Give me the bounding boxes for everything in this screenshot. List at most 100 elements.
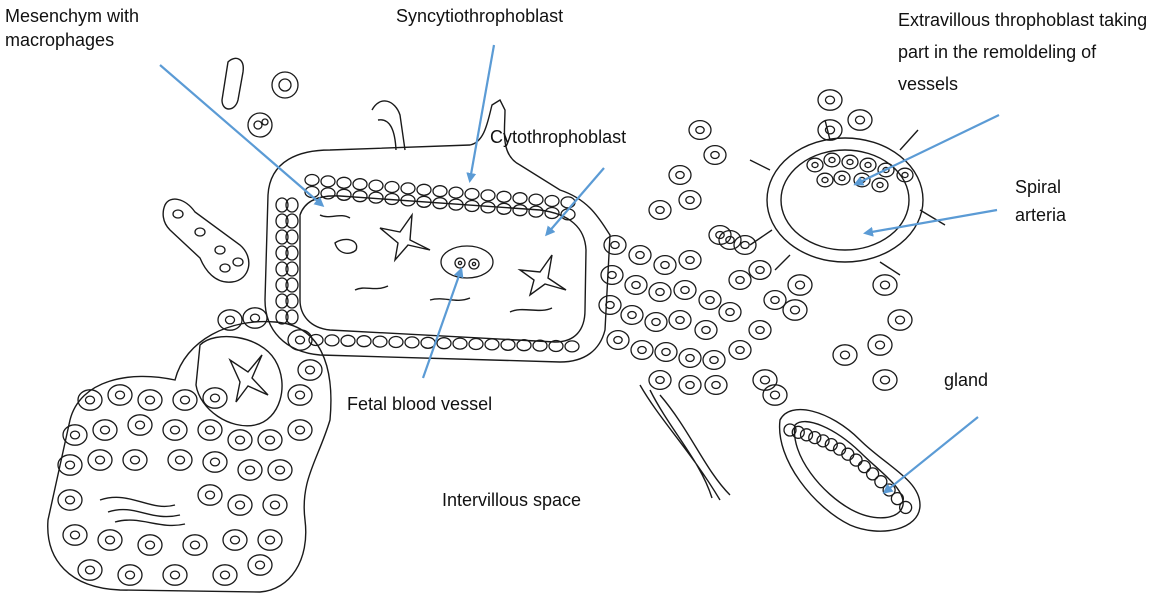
column-cell-nucleus [656,376,664,383]
villus-cell-nucleus [230,536,239,544]
trophoblast-cell [437,338,451,349]
trophoblast-cell [373,336,387,347]
fetal-blood-vessel [441,246,493,278]
label-mesenchym: Mesenchym with macrophages [5,4,195,52]
villus-cell [298,360,322,380]
column-cell [649,283,671,302]
villus-cell-nucleus [65,461,74,469]
villus-cell [213,565,237,585]
arrow-spiral [866,210,997,233]
column-cell [704,146,726,165]
villus-cell [223,530,247,550]
villus-cell-nucleus [105,536,114,544]
arrow-extravillous [856,115,999,184]
label-gland: gland [944,368,988,392]
villus-cell-nucleus [70,431,79,439]
lower-left-villus [48,322,331,592]
column-cell-nucleus [771,296,779,303]
column-cell [679,376,701,395]
villus-cell [63,525,87,545]
villus-cell [228,430,252,450]
column-cell-nucleus [681,286,689,293]
anchoring-strands [640,385,730,500]
column-cell [705,376,727,395]
trophoblast-cell [305,175,319,186]
villus-cell-nucleus [100,426,109,434]
villus-cell-nucleus [220,571,229,579]
trophoblast-cell [497,191,511,202]
cell-column [599,121,786,395]
column-cell-nucleus [710,356,718,363]
spiral-artery-cells [807,153,913,192]
villus-cell [108,385,132,405]
isolated-nucleus [220,264,230,272]
endovascular-cell-nucleus [829,157,835,162]
endovascular-cell-nucleus [865,162,871,167]
trophoblast-cell [357,336,371,347]
decidual-cell-nucleus [875,341,884,349]
trophoblast-cell [321,188,335,199]
column-cell [734,236,756,255]
villus-cell-nucleus [145,541,154,549]
villus-cell [243,308,267,328]
endovascular-cell-nucleus [877,182,883,187]
column-cell [749,321,771,340]
villus-cell-nucleus [295,391,304,399]
trophoblast-cell [517,340,531,351]
endovascular-cell [807,158,823,172]
column-cell [601,266,623,285]
column-cell-nucleus [711,151,719,158]
decidual-cell-nucleus [770,391,779,399]
villus-cell [198,420,222,440]
column-cell [645,313,667,332]
endovascular-cell [824,153,840,167]
trophoblast-cell [353,191,367,202]
decidual-cell-nucleus [880,376,889,384]
column-cell-nucleus [686,196,694,203]
villus-cell-nucleus [210,458,219,466]
column-cell-nucleus [756,326,764,333]
endovascular-cell [817,173,833,187]
trophoblast-cell [401,183,415,194]
villus-cell [78,390,102,410]
trophoblast-cell [529,206,543,217]
isolated-nucleus [233,258,243,266]
villus-cell [138,390,162,410]
villus-cells [276,175,579,352]
decidual-cell [888,310,912,330]
column-cell-nucleus [662,348,670,355]
decidual-cell [833,345,857,365]
trophoblast-cell [341,335,355,346]
villus-cell-nucleus [170,426,179,434]
gland-epithelial-cell [809,432,821,444]
column-cell [674,281,696,300]
villus-cell [123,450,147,470]
villus-cell-nucleus [265,436,274,444]
isolated-nucleus [215,246,225,254]
villus-cell-nucleus [270,501,279,509]
column-cell [649,201,671,220]
trophoblast-cell [465,189,479,200]
trophoblast-cell [385,182,399,193]
villus-cell [248,555,272,575]
column-cell-nucleus [712,381,720,388]
villus-cell [203,388,227,408]
label-intervillous: Intervillous space [442,488,581,512]
endovascular-cell [872,178,888,192]
column-cell [607,331,629,350]
lower-left-cells [58,308,322,585]
trophoblast-cell [389,337,403,348]
column-cell [631,341,653,360]
column-cell-nucleus [614,336,622,343]
villus-cell [288,385,312,405]
trophoblast-cell [417,184,431,195]
decidual-cell [788,275,812,295]
column-cell [729,271,751,290]
villus-cell-nucleus [245,466,254,474]
column-cell-nucleus [706,296,714,303]
decidual-cell-nucleus [790,306,799,314]
column-cell-nucleus [736,276,744,283]
isolated-nucleus [173,210,183,218]
trophoblast-cell [449,187,463,198]
trophoblast-cell [501,339,515,350]
